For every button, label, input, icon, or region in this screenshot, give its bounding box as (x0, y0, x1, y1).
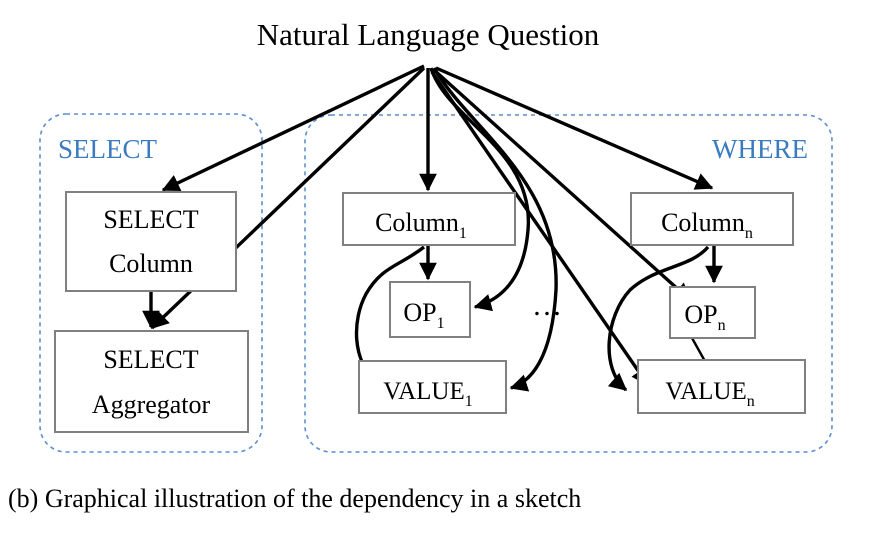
node-select-column-line2: Column (109, 249, 193, 278)
node-select-aggregator-line1: SELECT (103, 345, 198, 374)
group-where (304, 114, 833, 453)
edge-column-n-to-value-n (607, 245, 710, 392)
ellipsis-label: … (532, 289, 564, 322)
node-select-aggregator-line2: Aggregator (92, 390, 211, 419)
node-column-n-label: Columnn (661, 208, 753, 242)
figure-caption: (b) Graphical illustration of the depend… (8, 484, 581, 513)
node-op-n[interactable] (669, 286, 756, 339)
node-value-n[interactable] (637, 359, 806, 414)
node-op-1-label: OP1 (403, 298, 444, 332)
group-where-label: WHERE (712, 134, 808, 164)
node-select-column[interactable] (65, 191, 237, 292)
group-select-label: SELECT (58, 134, 158, 164)
edge-question-to-op-n (432, 68, 692, 302)
edge-question-to-select-column (161, 64, 425, 192)
node-op-n-label: OPn (684, 300, 725, 334)
node-select-column-line1: SELECT (103, 205, 198, 234)
page-title: Natural Language Question (257, 17, 600, 52)
node-value-1[interactable] (358, 360, 507, 414)
node-column-n[interactable] (630, 192, 794, 246)
edge-question-to-op-1 (429, 67, 530, 312)
node-select-aggregator[interactable] (54, 330, 249, 433)
node-value-1-label: VALUE1 (383, 378, 472, 410)
edge-question-to-value-1 (432, 67, 558, 392)
edge-question-to-value-n (430, 71, 650, 387)
node-column-1[interactable] (342, 192, 516, 246)
group-select (39, 113, 263, 453)
node-column-1-label: Column1 (375, 208, 467, 242)
edge-question-to-column-n (435, 66, 714, 190)
node-op-1[interactable] (389, 281, 471, 338)
node-value-n-label: VALUEn (665, 378, 754, 410)
